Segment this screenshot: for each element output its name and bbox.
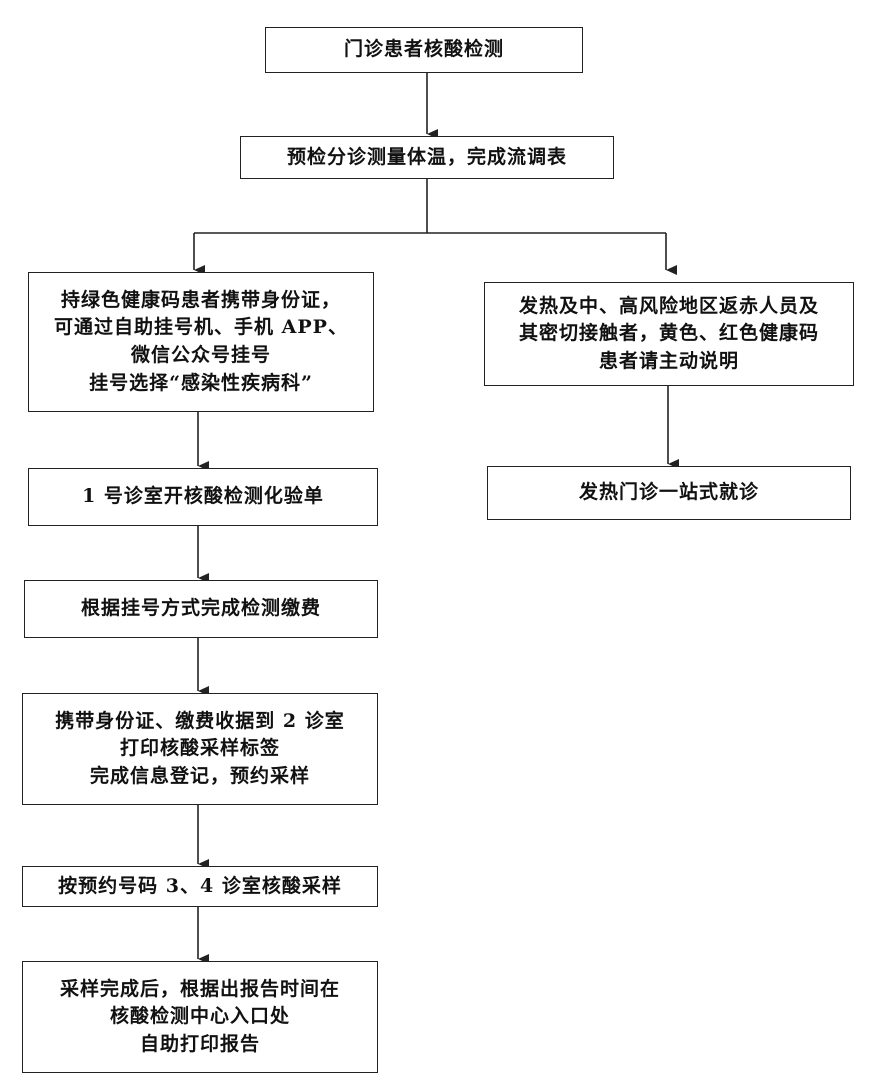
box-report-line: 采样完成后，根据出报告时间在 xyxy=(59,977,340,1000)
box-report-line: 自助打印报告 xyxy=(139,1032,260,1055)
box-green-code-line: 可通过自助挂号机、手机 APP、 xyxy=(54,316,348,339)
box-green-code-line: 持绿色健康码患者携带身份证， xyxy=(60,288,341,311)
box-room2-line: 打印核酸采样标签 xyxy=(119,737,280,760)
box-room2-line: 携带身份证、缴费收据到 2 诊室 xyxy=(55,709,345,732)
box-start: 门诊患者核酸检测 xyxy=(265,27,583,73)
box-precheck: 预检分诊测量体温，完成流调表 xyxy=(240,136,614,179)
box-sampling-line: 按预约号码 3、4 诊室核酸采样 xyxy=(58,874,342,897)
box-fever-line: 患者请主动说明 xyxy=(598,349,739,372)
box-fever: 发热及中、高风险地区返赤人员及 其密切接触者，黄色、红色健康码 患者请主动说明 xyxy=(484,282,854,386)
box-fever-line: 发热及中、高风险地区返赤人员及 xyxy=(518,294,819,317)
box-green-code-line: 微信公众号挂号 xyxy=(130,344,271,366)
box-fever-clinic: 发热门诊一站式就诊 xyxy=(487,466,851,520)
box-room2-line: 完成信息登记，预约采样 xyxy=(89,764,310,787)
box-green-code-line: 挂号选择“感染性疾病科” xyxy=(89,371,313,394)
box-green-code: 持绿色健康码患者携带身份证， 可通过自助挂号机、手机 APP、 微信公众号挂号 … xyxy=(28,272,374,412)
box-room1: 1 号诊室开核酸检测化验单 xyxy=(28,468,378,526)
box-precheck-line: 预检分诊测量体温，完成流调表 xyxy=(286,145,567,168)
box-sampling: 按预约号码 3、4 诊室核酸采样 xyxy=(22,866,378,907)
box-room1-line: 1 号诊室开核酸检测化验单 xyxy=(82,485,324,508)
box-payment-line: 根据挂号方式完成检测缴费 xyxy=(80,597,321,620)
box-room2: 携带身份证、缴费收据到 2 诊室 打印核酸采样标签 完成信息登记，预约采样 xyxy=(22,693,378,805)
box-fever-clinic-line: 发热门诊一站式就诊 xyxy=(578,481,759,504)
box-report: 采样完成后，根据出报告时间在 核酸检测中心入口处 自助打印报告 xyxy=(22,961,378,1073)
box-fever-line: 其密切接触者，黄色、红色健康码 xyxy=(518,322,819,345)
box-report-line: 核酸检测中心入口处 xyxy=(109,1005,290,1028)
box-payment: 根据挂号方式完成检测缴费 xyxy=(24,580,378,638)
box-start-line: 门诊患者核酸检测 xyxy=(343,38,504,61)
